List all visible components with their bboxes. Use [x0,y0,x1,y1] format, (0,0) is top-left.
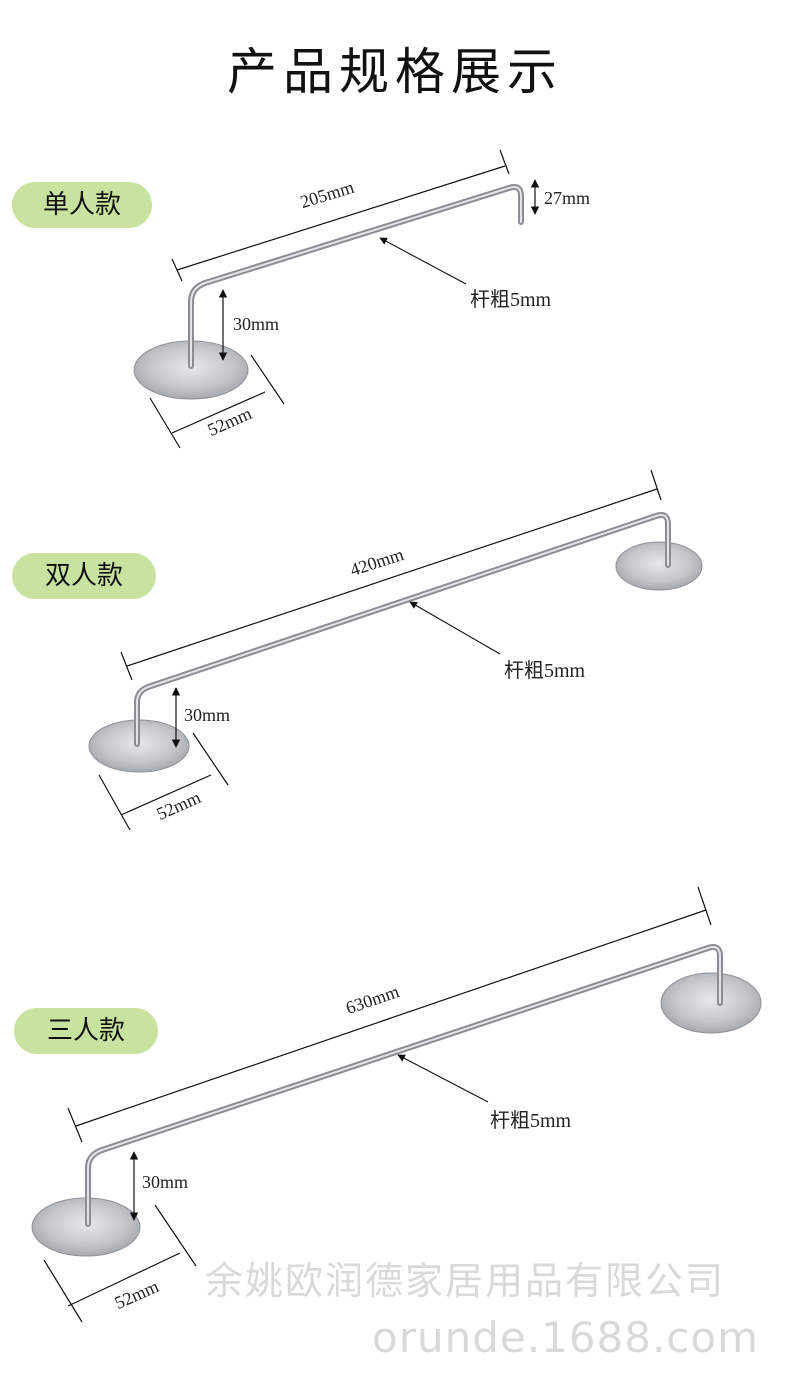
product-double-drawing [88,469,703,831]
watermark-company: 余姚欧润德家居用品有限公司 [205,1259,726,1303]
watermark-site: orunde.1688.com [372,1313,759,1362]
post-label-triple: 30mm [142,1172,189,1192]
page-title: 产品规格展示 [227,43,563,101]
badge-triple: 三人款 [14,1008,158,1054]
post-label-double: 30mm [184,705,231,725]
product-single-drawing [133,149,540,449]
product-triple-drawing [31,886,762,1323]
badge-double: 双人款 [12,553,156,599]
rod-label-double: 杆粗5mm [504,660,586,682]
hook-label-single: 27mm [544,188,591,208]
post-label-single: 30mm [233,314,280,334]
rod-label-triple: 杆粗5mm [490,1110,572,1132]
badge-single: 单人款 [12,182,152,228]
rod-label-single: 杆粗5mm [470,289,552,311]
